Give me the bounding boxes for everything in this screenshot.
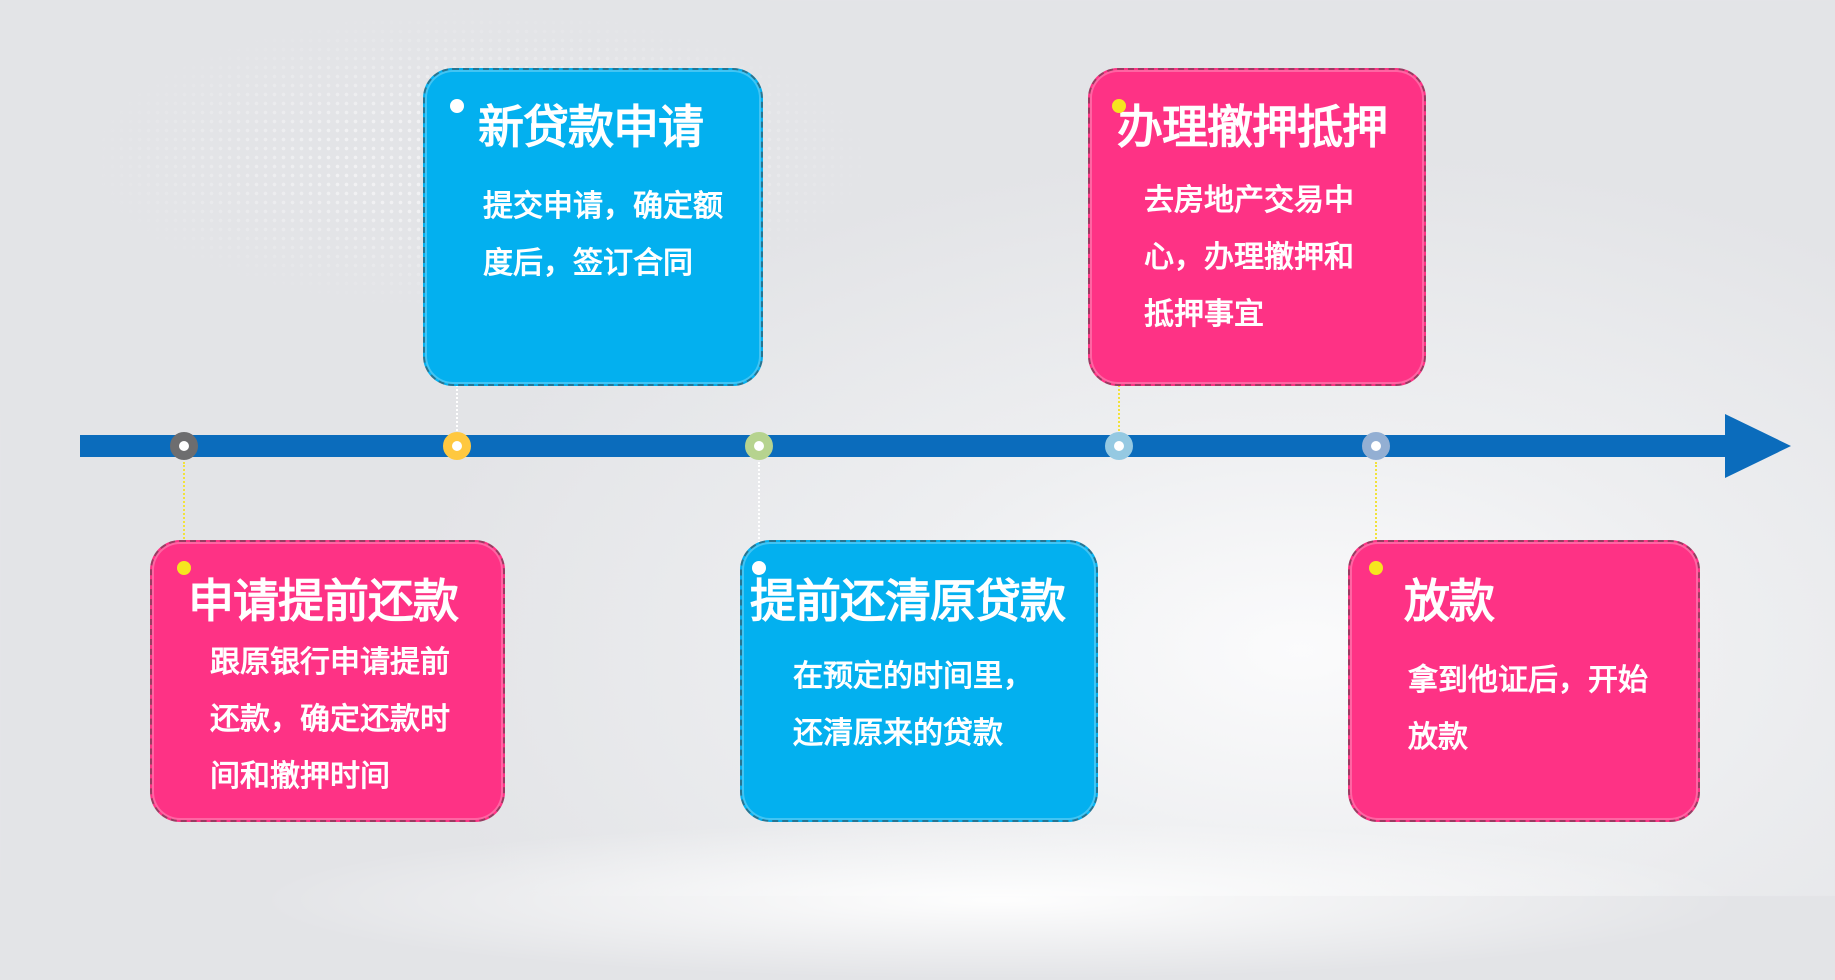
floor-glow [250,820,1750,980]
pin-step-5 [1369,561,1383,575]
timeline-node-2 [443,432,471,460]
step-5-line-2: 放款 [1408,720,1468,755]
step-card-apply-early-repayment: 申请提前还款 跟原银行申请提前 还款，确定还款时 间和撤押时间 [150,540,505,822]
step-2-title: 新贷款申请 [478,100,704,154]
step-4-description: 去房地产交易中 心，办理撤押和 抵押事宜 [1144,172,1354,343]
pin-step-3 [752,561,766,575]
step-5-line-1: 拿到他证后，开始 [1408,663,1648,698]
timeline-node-5 [1362,432,1390,460]
step-4-title: 办理撤押抵押 [1117,100,1388,154]
step-card-new-loan-application: 新贷款申请 提交申请，确定额 度后，签订合同 [423,68,763,386]
timeline-arrowhead [1725,414,1791,478]
step-4-line-2: 心，办理撤押和 [1144,240,1354,275]
step-1-description: 跟原银行申请提前 还款，确定还款时 间和撤押时间 [210,634,450,805]
step-1-line-1: 跟原银行申请提前 [210,645,450,680]
step-5-title: 放款 [1404,574,1495,628]
timeline-bar [80,435,1730,457]
step-3-line-2: 还清原来的贷款 [793,716,1003,751]
step-4-line-1: 去房地产交易中 [1144,183,1354,218]
connector-step-1 [183,462,185,567]
step-2-line-1: 提交申请，确定额 [483,189,723,224]
step-2-line-2: 度后，签订合同 [483,246,693,281]
connector-step-5 [1375,462,1377,567]
pin-step-2 [450,99,464,113]
timeline-node-3 [745,432,773,460]
step-3-title: 提前还清原贷款 [750,574,1066,628]
step-3-description: 在预定的时间里， 还清原来的贷款 [793,648,1033,762]
pin-step-4 [1112,99,1126,113]
step-1-line-2: 还款，确定还款时 [210,702,450,737]
step-2-description: 提交申请，确定额 度后，签订合同 [483,178,723,292]
step-3-line-1: 在预定的时间里， [793,659,1033,694]
timeline-node-4 [1105,432,1133,460]
pin-step-1 [177,561,191,575]
step-1-title: 申请提前还款 [188,574,459,628]
step-card-mortgage-release-and-pledge: 办理撤押抵押 去房地产交易中 心，办理撤押和 抵押事宜 [1088,68,1426,386]
step-card-pay-off-original-loan: 提前还清原贷款 在预定的时间里， 还清原来的贷款 [740,540,1098,822]
step-card-loan-disbursement: 放款 拿到他证后，开始 放款 [1348,540,1700,822]
timeline-node-1 [170,432,198,460]
connector-step-3 [758,462,760,567]
step-1-line-3: 间和撤押时间 [210,759,390,794]
step-5-description: 拿到他证后，开始 放款 [1408,652,1648,766]
step-4-line-3: 抵押事宜 [1144,297,1264,332]
